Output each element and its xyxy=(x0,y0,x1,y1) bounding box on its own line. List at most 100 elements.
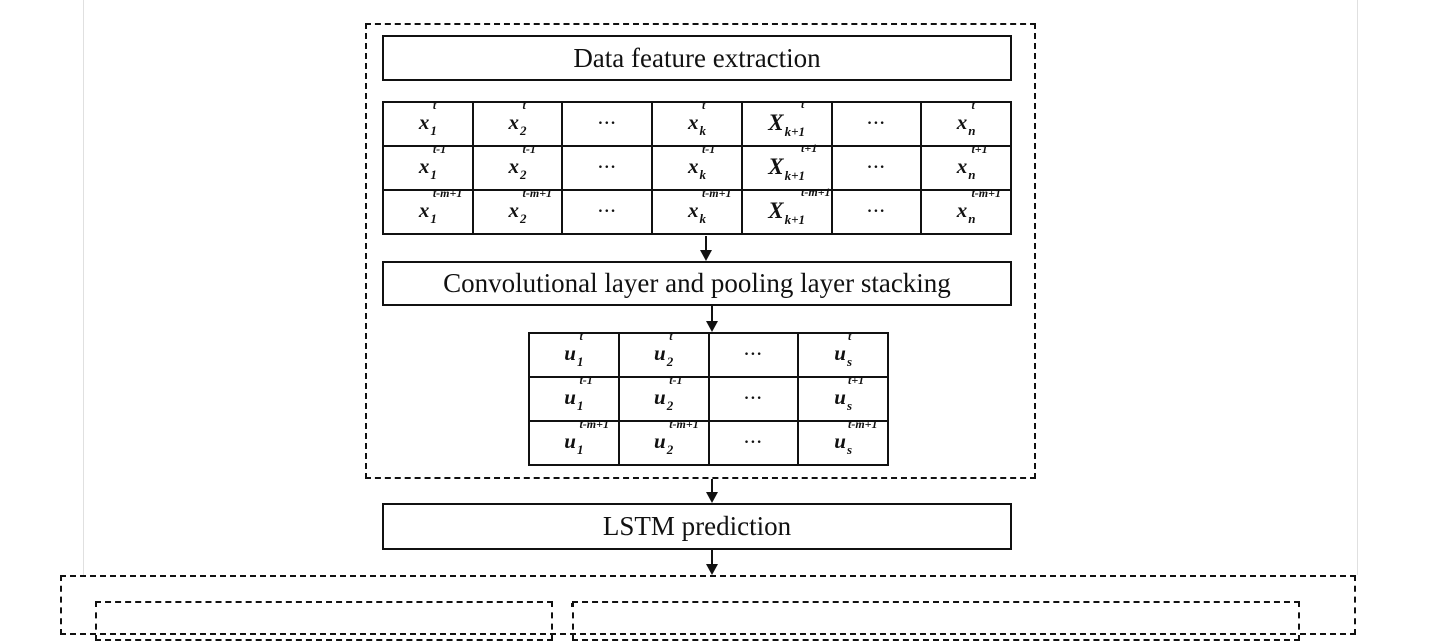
lstm-prediction-label: LSTM prediction xyxy=(602,511,792,541)
symbol-superscript: t+1 xyxy=(971,141,988,156)
symbol-superscript: t xyxy=(848,328,852,343)
symbol-base: u xyxy=(834,384,846,409)
symbol-subscript: k xyxy=(699,122,706,138)
symbol-subscript: 1 xyxy=(430,210,437,226)
x-matrix-cell: ··· xyxy=(561,189,654,235)
data-feature-extraction-label: Data feature extraction xyxy=(573,42,821,73)
symbol-superscript: t-m+1 xyxy=(522,185,553,200)
symbol-superscript: t-m+1 xyxy=(432,185,463,200)
symbol-subscript: 2 xyxy=(520,166,527,182)
symbol-subscript: k+1 xyxy=(784,211,806,227)
ellipsis: ··· xyxy=(743,434,763,451)
ellipsis: ··· xyxy=(743,390,763,407)
symbol-subscript: 2 xyxy=(666,353,674,369)
symbol-base: x xyxy=(418,153,430,178)
symbol-subscript: k xyxy=(699,166,706,182)
page-edge-line-right xyxy=(1357,0,1358,575)
symbol-subscript: 1 xyxy=(576,397,584,413)
x-matrix-cell: Xk+1 t+1 xyxy=(740,142,833,191)
symbol-base: x xyxy=(687,153,699,178)
symbol-base: X xyxy=(768,109,784,135)
symbol-superscript: t-1 xyxy=(701,141,716,156)
flow-arrows xyxy=(571,236,718,607)
symbol-superscript: t xyxy=(801,96,805,111)
symbol-superscript: t-1 xyxy=(522,141,536,156)
symbol-base: u xyxy=(654,340,666,365)
matrix-symbol: u2 t-m+1 xyxy=(654,418,699,457)
symbol-superscript: t-m+1 xyxy=(579,416,609,431)
symbol-base: x xyxy=(956,197,968,222)
symbol-superscript: t-1 xyxy=(432,141,447,156)
symbol-superscript: t+1 xyxy=(848,372,865,387)
symbol-superscript: t xyxy=(971,97,975,112)
symbol-superscript: t-m+1 xyxy=(701,185,732,200)
symbol-base: u xyxy=(834,340,846,365)
matrix-symbol: x1 t xyxy=(418,99,437,138)
symbol-base: X xyxy=(768,153,784,179)
lower-group-right xyxy=(572,601,1300,641)
matrix-symbol: x2 t-1 xyxy=(508,143,536,182)
symbol-superscript: t-1 xyxy=(669,372,683,387)
symbol-base: X xyxy=(768,197,784,223)
symbol-base: x xyxy=(956,153,968,178)
x-matrix-cell: x1 t-m+1 xyxy=(382,185,474,235)
symbol-base: x xyxy=(418,109,430,134)
symbol-subscript: 2 xyxy=(520,210,527,226)
ellipsis: ··· xyxy=(597,159,617,176)
matrix-symbol: u2 t-1 xyxy=(654,374,683,413)
arrow-lstm-to-lower xyxy=(706,550,718,575)
x-matrix-cell: x1 t xyxy=(382,99,474,147)
x-matrix-cell: x2 t-1 xyxy=(471,143,564,191)
symbol-base: x xyxy=(418,197,430,222)
symbol-superscript: t xyxy=(432,97,437,112)
symbol-base: x xyxy=(508,197,520,222)
symbol-subscript: 1 xyxy=(430,122,437,138)
x-matrix-cell: ··· xyxy=(830,189,923,235)
u-matrix-cell: u2 t-1 xyxy=(617,374,710,422)
symbol-base: u xyxy=(564,428,576,453)
symbol-superscript: t-m+1 xyxy=(669,416,699,431)
data-feature-extraction-box: Data feature extraction xyxy=(382,35,1012,81)
symbol-base: u xyxy=(654,428,666,453)
symbol-subscript: 2 xyxy=(666,397,674,413)
symbol-subscript: k+1 xyxy=(784,167,806,183)
symbol-subscript: 2 xyxy=(666,441,674,457)
symbol-base: x xyxy=(508,153,520,178)
u-matrix-cell: ··· xyxy=(707,376,800,422)
symbol-subscript: n xyxy=(968,122,976,138)
lower-group-left xyxy=(95,601,553,641)
x-matrix-cell: x2 t-m+1 xyxy=(471,185,564,235)
x-matrix-cell: xk t-1 xyxy=(651,143,743,191)
symbol-subscript: s xyxy=(846,441,852,457)
symbol-base: u xyxy=(564,340,576,365)
symbol-base: u xyxy=(654,384,666,409)
ellipsis: ··· xyxy=(866,115,886,132)
symbol-superscript: t+1 xyxy=(801,140,818,155)
matrix-symbol: xk t-1 xyxy=(687,143,715,182)
feature-extraction-group xyxy=(365,23,1036,479)
symbol-subscript: k xyxy=(699,210,706,226)
symbol-base: u xyxy=(834,428,846,453)
u-matrix-cell: ··· xyxy=(707,332,800,378)
